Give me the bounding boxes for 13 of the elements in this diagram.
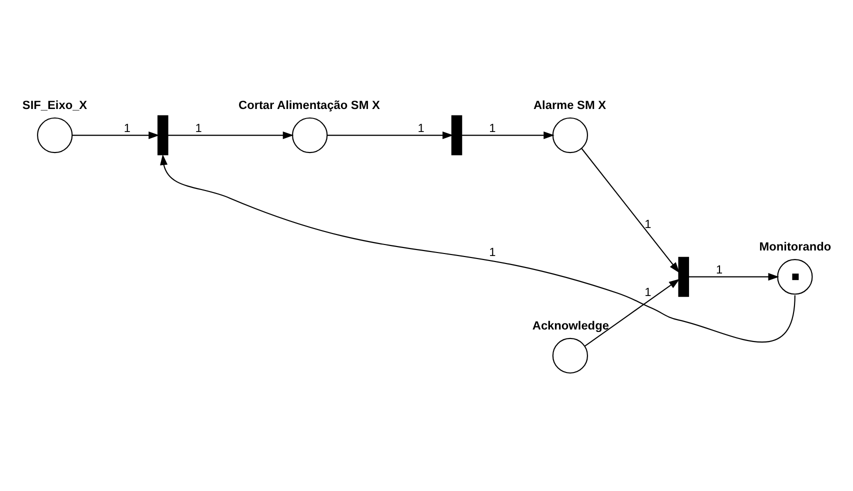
edge-label: 1	[195, 120, 202, 135]
node-label: Alarme SM X	[533, 98, 606, 112]
node-label: SIF_Eixo_X	[22, 98, 88, 112]
edge-label: 1	[489, 120, 496, 135]
edge-label: 1	[716, 262, 723, 276]
node-label: Acknowledge	[532, 318, 609, 333]
edge-label: 1	[124, 120, 131, 135]
edge-label: 1	[418, 120, 424, 135]
edge-label: 1	[644, 216, 652, 231]
edge-label: 1	[644, 285, 652, 300]
node-label: Monitorando	[759, 240, 832, 254]
edge-label: 1	[489, 245, 496, 260]
node-label: Cortar Alimentação SM X	[238, 98, 380, 112]
